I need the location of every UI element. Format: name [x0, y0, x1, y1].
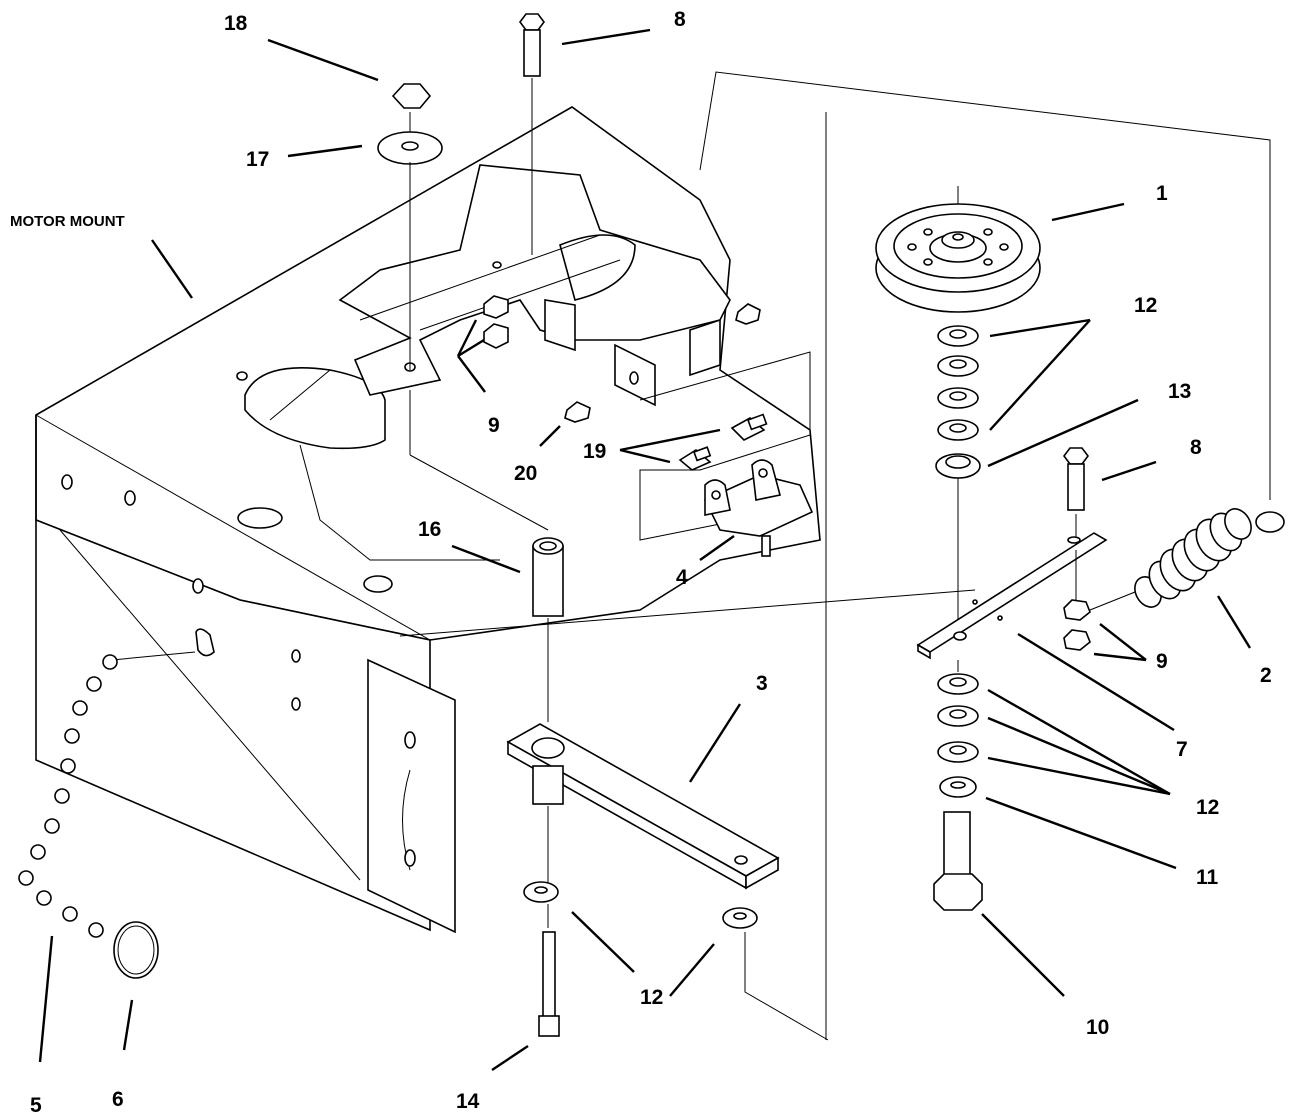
nuts-9-right: [1063, 599, 1091, 651]
label-13: 13: [1168, 380, 1191, 403]
lockwasher-11: [939, 776, 977, 798]
label-2: 2: [1260, 664, 1272, 687]
washer-12-upper-4: [937, 419, 979, 441]
label-3: 3: [756, 672, 768, 695]
label-9-right: 9: [1156, 650, 1168, 673]
label-17: 17: [246, 148, 269, 171]
chain-5: [18, 654, 118, 938]
bracket-4-group: [639, 351, 814, 557]
label-14: 14: [456, 1090, 480, 1113]
part-labels: MOTOR MOUNT 18 17 8 1 12 13 8 9 20 19 16…: [10, 8, 1272, 1117]
pulley-1: [875, 203, 1041, 313]
label-18: 18: [224, 12, 248, 35]
nuts-9-left: [483, 295, 509, 349]
arm-3: [506, 723, 780, 890]
label-5: 5: [30, 1094, 42, 1117]
label-12-bottom: 12: [640, 986, 663, 1009]
bushing-13: [935, 453, 981, 479]
nut-20: [564, 401, 591, 423]
washer-12-lower-3: [937, 741, 979, 763]
washer-12-lower-2: [937, 705, 979, 727]
spacer-16: [532, 537, 564, 617]
label-1: 1: [1156, 182, 1168, 205]
label-9-left: 9: [488, 414, 500, 437]
bolt-19-b: [678, 446, 712, 471]
bolt-19-a: [730, 413, 768, 441]
label-19: 19: [583, 440, 606, 463]
ring-6: [113, 921, 159, 979]
washer-12-upper-2: [937, 355, 979, 377]
washer-12-lower-1: [937, 673, 979, 695]
label-16: 16: [418, 518, 441, 541]
label-12-lower: 12: [1196, 796, 1219, 819]
washer-12-upper-1: [937, 325, 979, 347]
spring-2: [1089, 508, 1285, 611]
nut-small-right: [735, 303, 761, 325]
label-20: 20: [514, 462, 537, 485]
label-8-right: 8: [1190, 436, 1202, 459]
label-8-top: 8: [674, 8, 686, 31]
motor-mount-callout: MOTOR MOUNT: [10, 213, 125, 230]
plate-7: [916, 532, 1108, 660]
label-10: 10: [1086, 1016, 1109, 1039]
washer-17: [377, 131, 443, 165]
bolt-8-top: [519, 13, 545, 77]
bolt-8-right: [1063, 447, 1089, 511]
label-7: 7: [1176, 738, 1188, 761]
label-6: 6: [112, 1088, 124, 1111]
washer-12-arm-left: [523, 881, 559, 903]
bolt-10: [933, 811, 983, 911]
label-12-upper: 12: [1134, 294, 1157, 317]
bolt-14: [538, 931, 560, 1037]
washer-12-arm-right: [722, 907, 758, 929]
upper-bracket: [338, 164, 731, 407]
leader-lines: [38, 28, 1252, 1071]
label-4: 4: [676, 566, 688, 589]
washer-12-upper-3: [937, 387, 979, 409]
label-11: 11: [1196, 866, 1219, 889]
nut-18: [391, 83, 432, 109]
